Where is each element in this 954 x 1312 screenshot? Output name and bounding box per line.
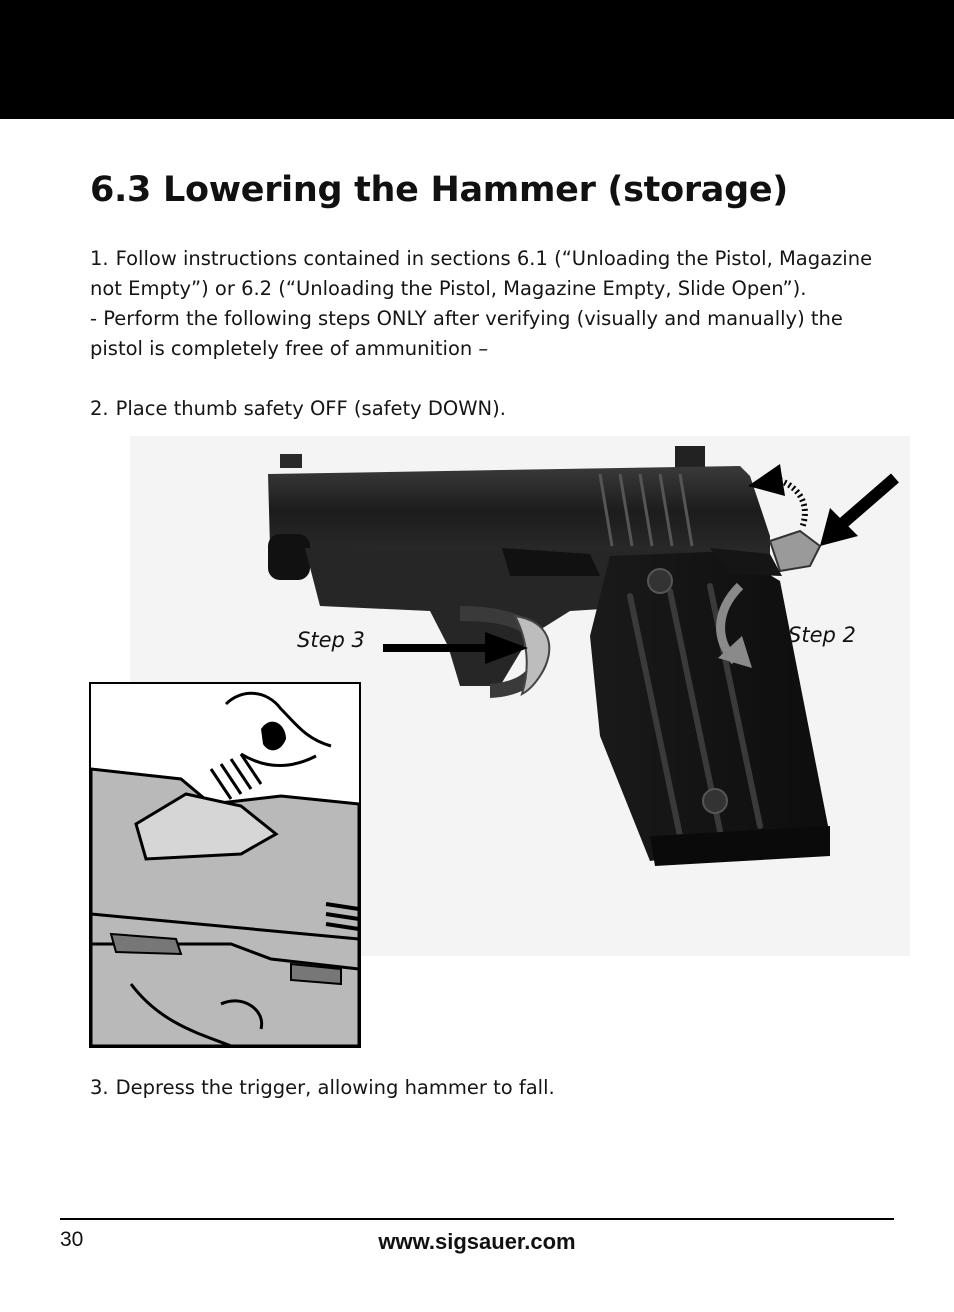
step-1-number: 1. bbox=[90, 247, 109, 270]
inset-illustration bbox=[89, 682, 361, 1048]
inspection-drawing bbox=[91, 684, 359, 1046]
step-2-text: Place thumb safety OFF (safety DOWN). bbox=[115, 397, 506, 420]
footer-rule bbox=[60, 1218, 894, 1220]
safety-note: - Perform the following steps ONLY after… bbox=[90, 307, 843, 360]
step-3-text: Depress the trigger, allowing hammer to … bbox=[115, 1076, 555, 1099]
step-3-number: 3. bbox=[90, 1076, 109, 1099]
header-band bbox=[0, 0, 954, 119]
step-2-label: Step 2 bbox=[788, 623, 856, 647]
website-url[interactable]: www.sigsauer.com bbox=[378, 1229, 576, 1254]
step-2-paragraph: 2. Place thumb safety OFF (safety DOWN). bbox=[90, 394, 890, 424]
step-2-number: 2. bbox=[90, 397, 109, 420]
step-3-label: Step 3 bbox=[297, 628, 365, 652]
step-1-text: Follow instructions contained in section… bbox=[90, 247, 873, 300]
step-1-paragraph: 1.Follow instructions contained in secti… bbox=[90, 244, 890, 364]
step-3-paragraph: 3. Depress the trigger, allowing hammer t… bbox=[90, 1073, 890, 1103]
page-number: 30 bbox=[60, 1228, 84, 1251]
page-title: 6.3 Lowering the Hammer (storage) bbox=[90, 170, 788, 210]
